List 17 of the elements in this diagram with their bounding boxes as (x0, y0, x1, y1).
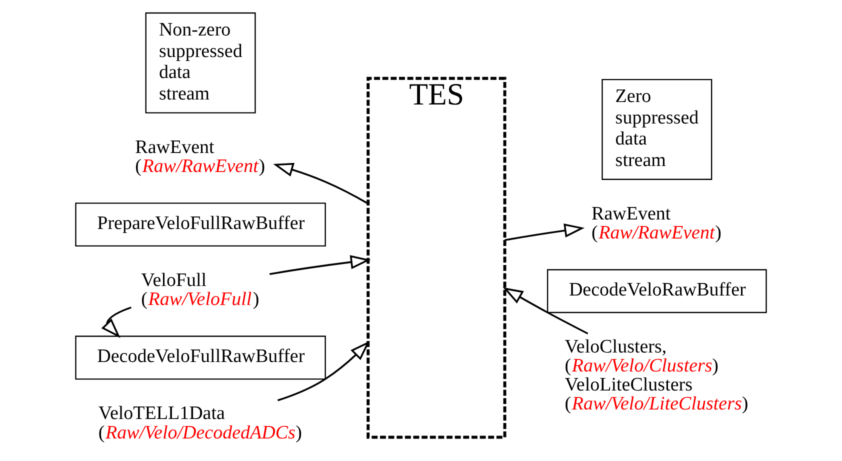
node-box: Non-zero suppressed data stream (145, 12, 256, 114)
node-box: Zero suppressed data stream (602, 78, 712, 180)
node-box: PrepareVeloFullRawBuffer (75, 202, 326, 247)
arrow (504, 224, 585, 241)
node-text: VeloTELL1Data (Raw/Velo/DecodedADCs) (98, 403, 302, 444)
arrow (277, 340, 370, 402)
node-box: DecodeVeloRawBuffer (546, 269, 767, 314)
node-text: VeloFull (Raw/VeloFull) (141, 270, 260, 310)
arrow (273, 162, 368, 204)
arrow (269, 255, 371, 275)
node-text: RawEvent (Raw/RawEvent) (135, 137, 266, 178)
node-text: RawEvent (Raw/RawEvent) (592, 204, 722, 244)
node-box: DecodeVeloFullRawBuffer (75, 336, 326, 380)
arrow (502, 287, 588, 334)
node-box: TES (366, 76, 506, 439)
node-text: VeloClusters, (Raw/Velo/Clusters) VeloLiteClusters (Raw/Velo/LiteClusters) (564, 336, 748, 415)
arrow (101, 306, 132, 338)
